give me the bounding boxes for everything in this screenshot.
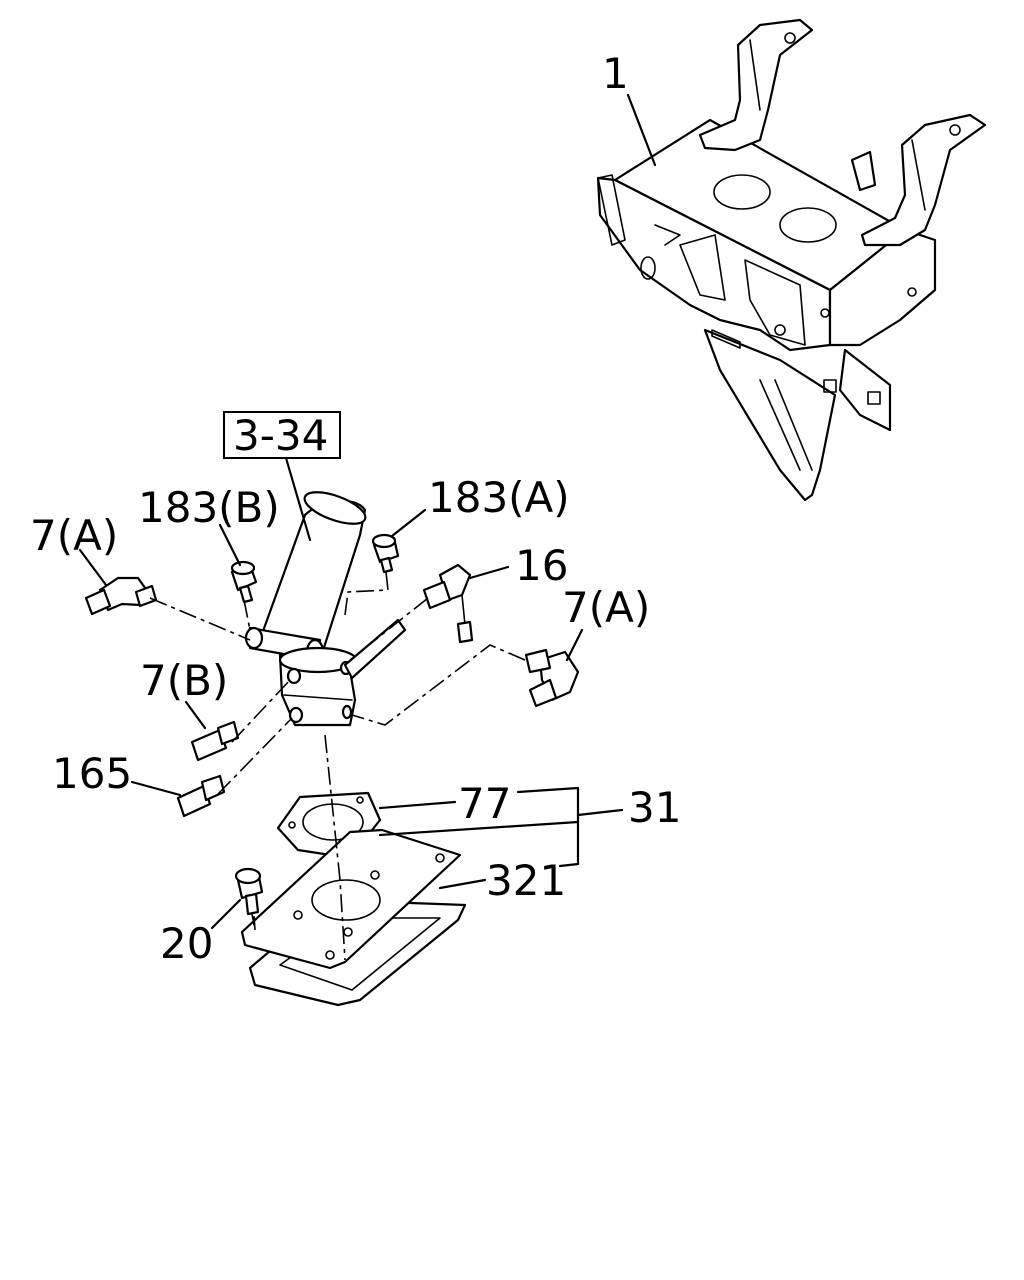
- label-part-183a: 183(A): [428, 473, 570, 522]
- label-ref-3-34: 3-34: [233, 411, 328, 460]
- label-part-7b: 7(B): [140, 656, 228, 705]
- leader-lines: [78, 93, 657, 930]
- elbow-7a-right: [524, 648, 580, 708]
- bracket-assembly: [596, 18, 987, 502]
- label-part-77: 77: [458, 779, 511, 828]
- plate: [240, 828, 462, 970]
- label-part-16: 16: [515, 541, 568, 590]
- switch-16: [422, 563, 474, 644]
- label-part-7a-right: 7(A): [562, 583, 650, 632]
- label-part-165: 165: [52, 749, 132, 798]
- control-valve: [244, 491, 407, 727]
- label-part-321: 321: [486, 856, 566, 905]
- bolt-183a: [371, 533, 400, 574]
- label-part-31: 31: [628, 783, 681, 832]
- label-part-20: 20: [160, 919, 213, 968]
- assembly-lines: [149, 571, 526, 961]
- label-part-1: 1: [602, 49, 629, 98]
- bolt-20: [234, 867, 264, 926]
- fitting-165: [176, 774, 226, 818]
- elbow-7a-left: [84, 576, 158, 616]
- label-part-183b: 183(B): [138, 483, 280, 532]
- bolt-183b: [230, 560, 258, 604]
- fitting-7b: [190, 720, 240, 762]
- label-part-7a-left: 7(A): [30, 511, 118, 560]
- reference-box: [223, 411, 341, 459]
